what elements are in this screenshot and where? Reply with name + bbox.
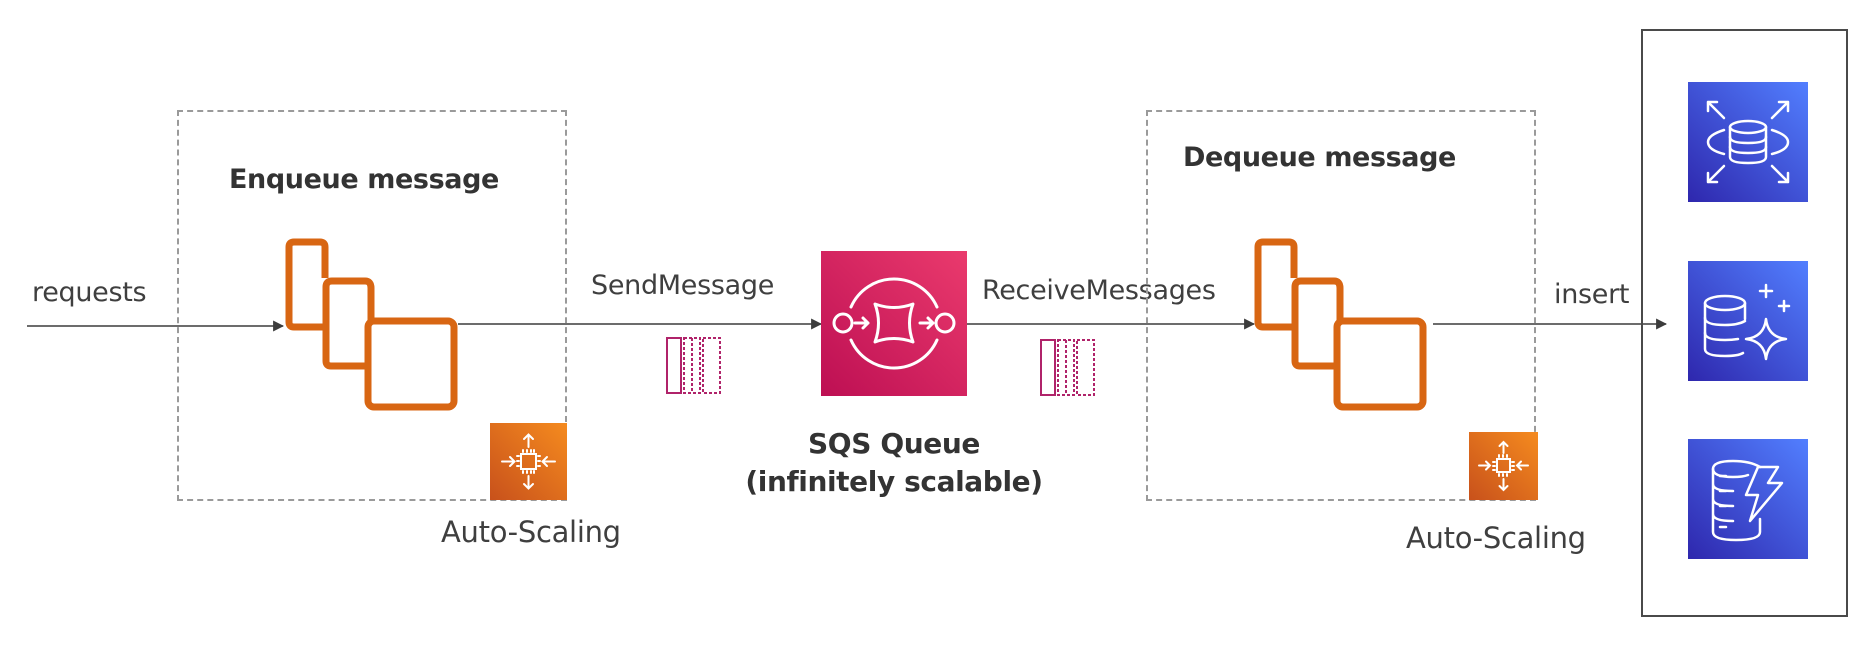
insert-label: insert xyxy=(1554,279,1630,310)
message-icon xyxy=(666,337,721,394)
message-icon xyxy=(1040,339,1095,396)
dynamodb-icon xyxy=(1688,439,1808,559)
producer-scaling-label: Auto-Scaling xyxy=(441,515,621,549)
receive-messages-label: ReceiveMessages xyxy=(982,275,1216,306)
sqs-queue-name: SQS Queue xyxy=(808,427,980,460)
sqs-queue-subtitle: (infinitely scalable) xyxy=(745,465,1043,498)
sqs-icon xyxy=(821,251,967,396)
aurora-icon xyxy=(1688,261,1808,381)
send-message-label: SendMessage xyxy=(591,270,775,301)
rds-icon xyxy=(1688,82,1808,202)
consumer-group xyxy=(1146,110,1536,501)
auto-scaling-icon xyxy=(490,423,567,500)
ec2-instances-icon xyxy=(285,238,458,411)
ec2-instances-icon xyxy=(1254,238,1427,411)
consumer-title: Dequeue message xyxy=(1183,142,1456,173)
requests-label: requests xyxy=(32,277,147,308)
auto-scaling-icon xyxy=(1469,432,1538,500)
producer-title: Enqueue message xyxy=(229,164,499,195)
producer-group xyxy=(177,110,567,501)
consumer-scaling-label: Auto-Scaling xyxy=(1406,521,1586,555)
database-group xyxy=(1641,29,1848,617)
sqs-queue-label: SQS Queue (infinitely scalable) xyxy=(744,426,1044,499)
